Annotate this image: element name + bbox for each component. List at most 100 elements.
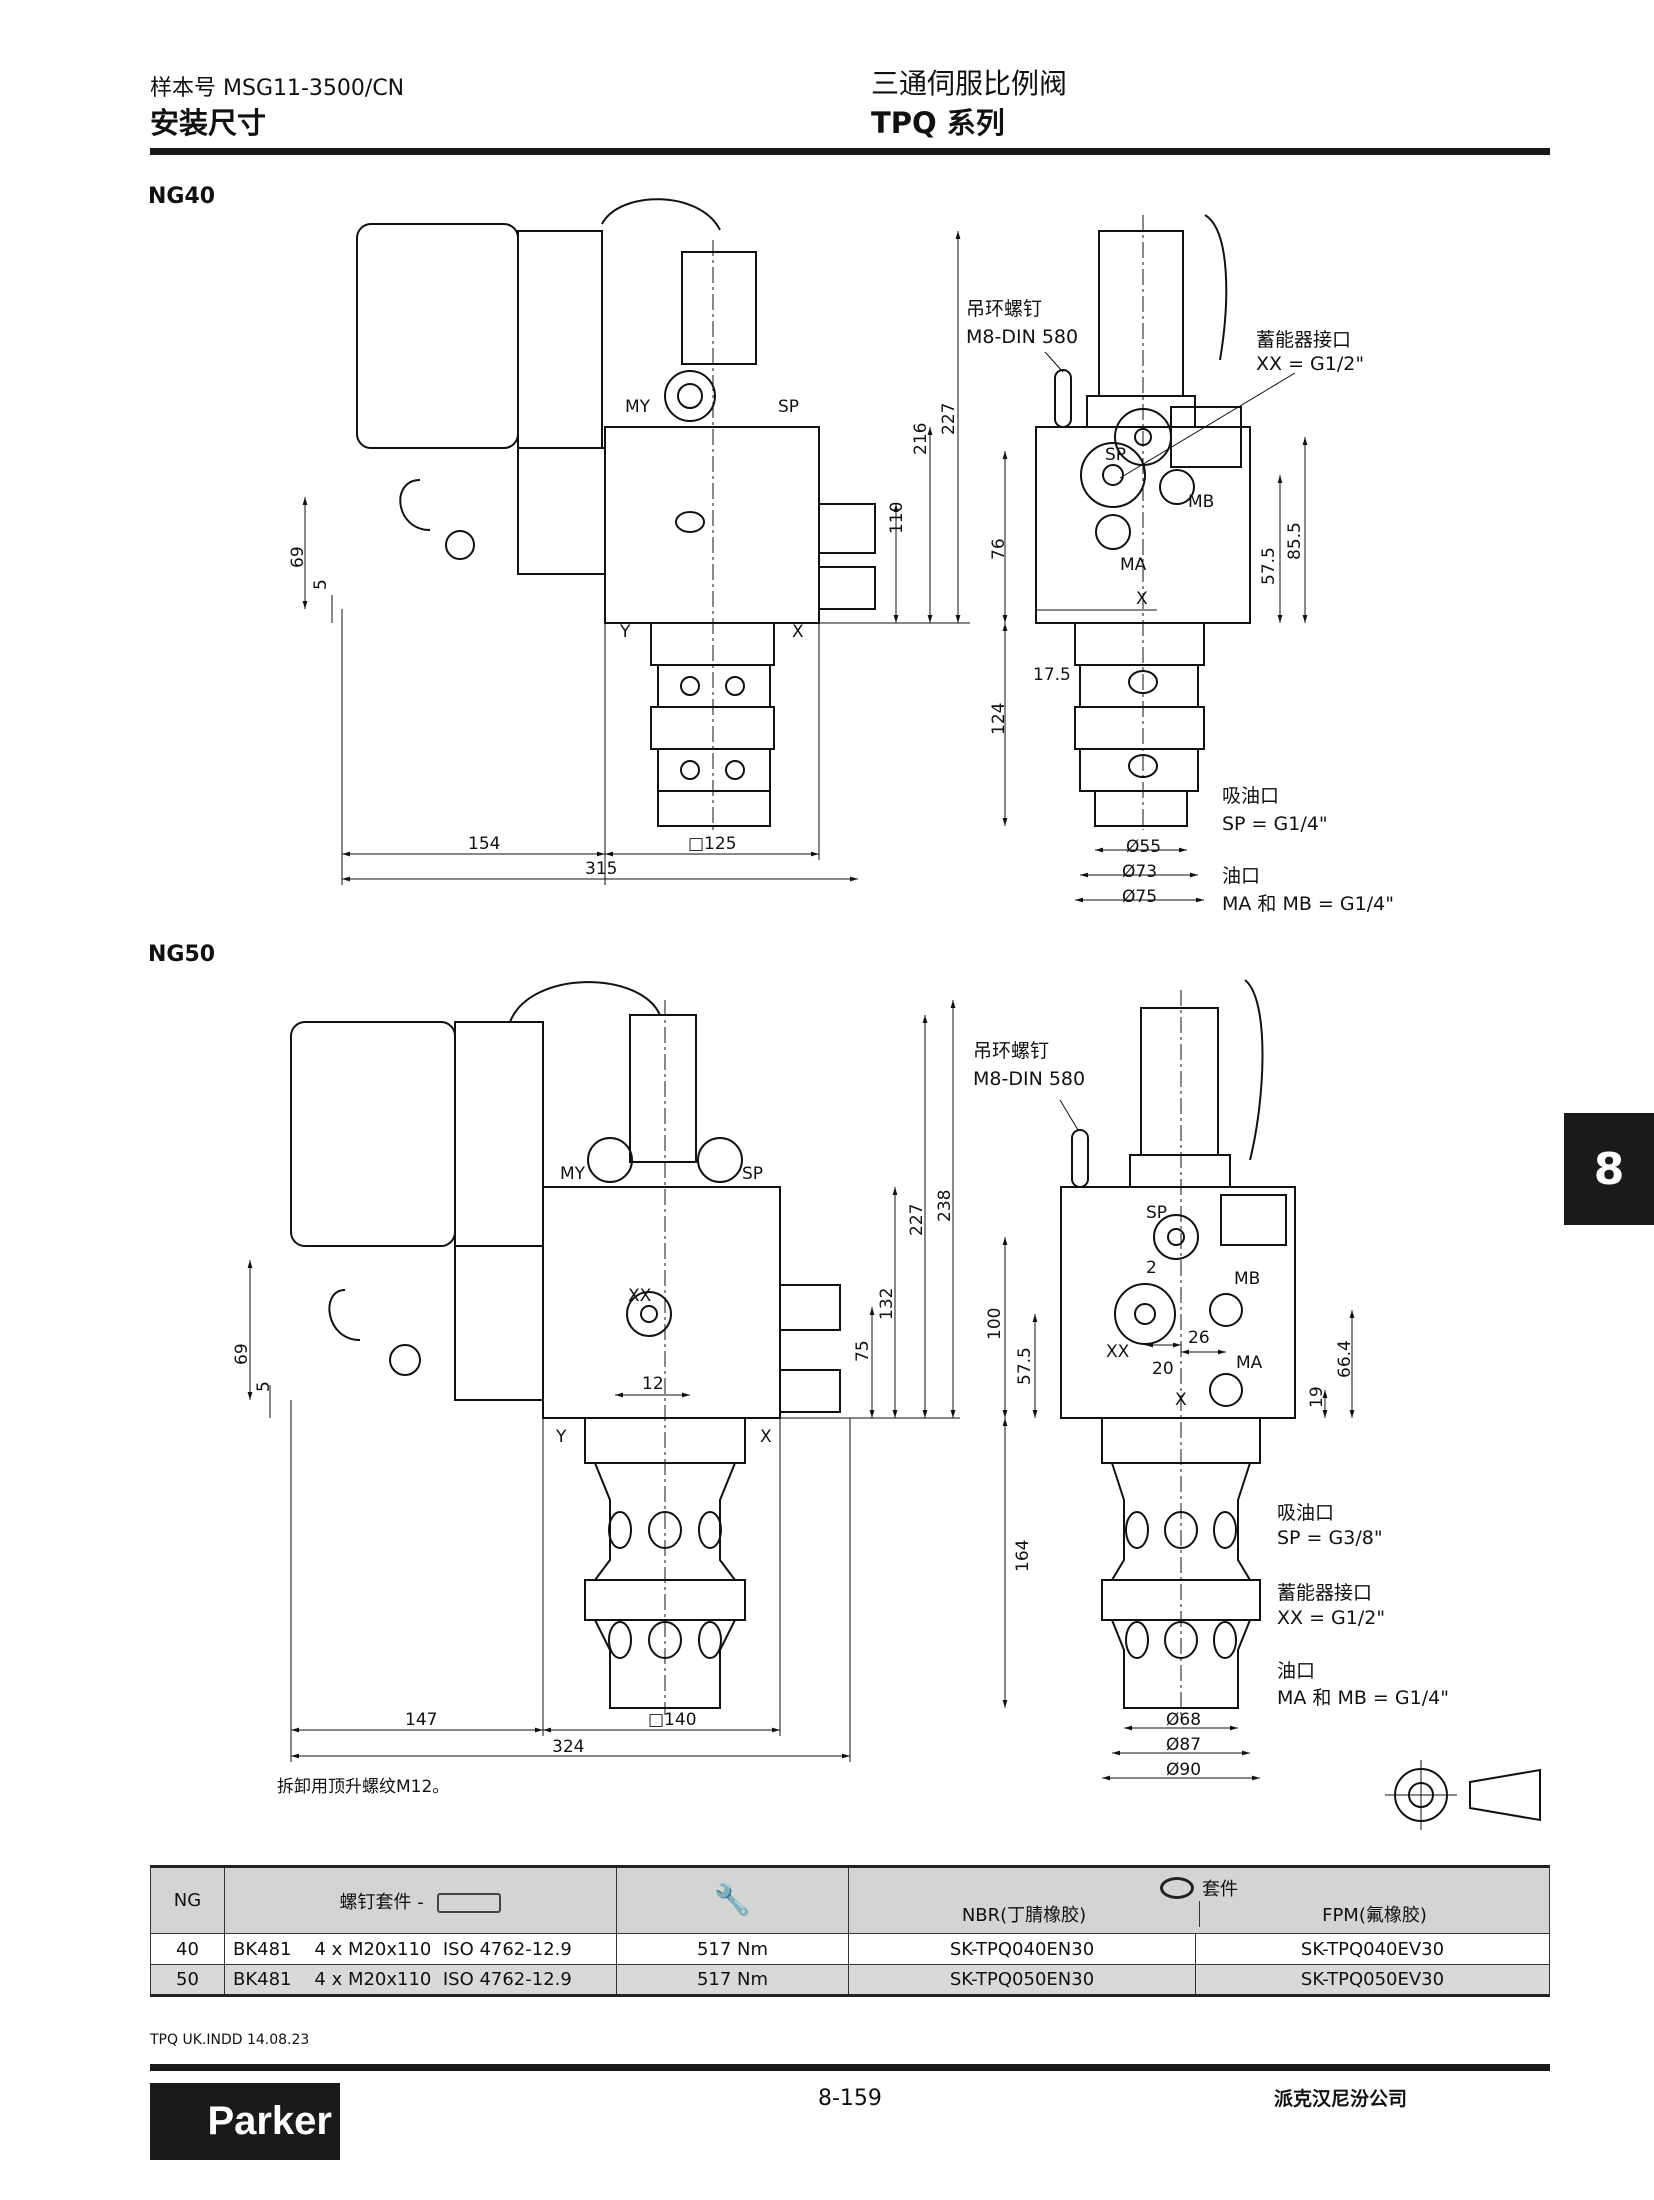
label-y: Y: [555, 1427, 567, 1447]
header-rule: [150, 148, 1550, 155]
label-my: MY: [625, 397, 651, 417]
dim-d55: Ø55: [1126, 837, 1161, 857]
eyebolt-spec: M8-DIN 580: [966, 326, 1078, 348]
ng40-side-dimensions: [302, 231, 970, 885]
col-ng: NG: [150, 1866, 225, 1934]
projection-symbol: [1385, 1760, 1541, 1830]
dim-124: 124: [989, 703, 1009, 735]
dim-147: 147: [405, 1710, 437, 1730]
dim-5: 5: [311, 579, 331, 590]
product-title: 三通伺服比例阀: [871, 67, 1068, 100]
label-my: MY: [560, 1164, 586, 1184]
port-label: 油口: [1222, 865, 1260, 887]
dim-216: 216: [911, 423, 931, 455]
accumulator-spec: XX = G1/2": [1256, 353, 1364, 375]
cell-screws: BK481 4 x M20x110 ISO 4762-12.9: [224, 1964, 617, 1996]
dim-132: 132: [877, 1288, 897, 1320]
ng50-side-dimensions: [247, 1000, 960, 1762]
eyebolt-label: 吊环螺钉: [966, 298, 1042, 320]
port-ma: MA: [1236, 1353, 1263, 1373]
port-mb: MB: [1188, 492, 1214, 512]
label-x: X: [792, 622, 804, 642]
dim-69: 69: [232, 1343, 252, 1365]
suction-label: 吸油口: [1277, 1502, 1334, 1524]
cell-nbr: SK-TPQ050EN30: [848, 1964, 1196, 1996]
accumulator-label: 蓄能器接口: [1256, 329, 1351, 351]
kits-table: NG 螺钉套件 - 🔧 套件 NBR(丁腈橡胶) FPM(氟橡胶) 40 BK4…: [150, 1865, 1550, 1997]
port-label: 油口: [1277, 1660, 1315, 1682]
dim-26: 26: [1188, 1328, 1210, 1348]
dim-154: 154: [468, 834, 500, 854]
port-x: X: [1175, 1390, 1187, 1410]
cell-fpm: SK-TPQ050EV30: [1195, 1964, 1550, 1996]
page-number: 8-159: [818, 2086, 882, 2111]
section-title: 安装尺寸: [150, 106, 267, 140]
label-sp: SP: [742, 1164, 763, 1184]
dim-d90: Ø90: [1166, 1760, 1201, 1780]
logo-text: Parker: [207, 2099, 332, 2143]
accumulator-spec: XX = G1/2": [1277, 1607, 1385, 1629]
dim-17-5: 17.5: [1033, 665, 1071, 685]
dim-110: 110: [887, 502, 907, 534]
ng50-labels: MY SP XX 12 132 75 227 238 69 5 Y X 147 …: [232, 1040, 1449, 1797]
dim-12: 12: [642, 1374, 664, 1394]
dim-19: 19: [1307, 1386, 1327, 1408]
col-seal-kit: 套件 NBR(丁腈橡胶) FPM(氟橡胶): [848, 1866, 1550, 1934]
dim-164: 164: [1013, 1540, 1033, 1572]
eyebolt-label: 吊环螺钉: [973, 1040, 1049, 1062]
port-sp: SP: [1105, 445, 1126, 465]
screw-kit-label: 螺钉套件 -: [339, 1891, 424, 1913]
suction-spec: SP = G1/4": [1222, 813, 1328, 835]
port-ma: MA: [1120, 555, 1147, 575]
port-sp: SP: [1146, 1203, 1167, 1223]
ng50-front-view: [1060, 979, 1296, 1715]
eyebolt-spec: M8-DIN 580: [973, 1068, 1085, 1090]
accumulator-label: 蓄能器接口: [1277, 1582, 1372, 1604]
dim-227: 227: [907, 1204, 927, 1236]
file-info: TPQ UK.INDD 14.08.23: [150, 2032, 310, 2048]
label-sp: SP: [778, 397, 799, 417]
ng40-labels: MY SP Y X 69 5 216 227 110 154 □125 315 …: [288, 298, 1394, 915]
col-nbr: NBR(丁腈橡胶): [961, 1904, 1087, 1926]
chapter-tab: 8: [1564, 1113, 1654, 1225]
port-mb: MB: [1234, 1269, 1260, 1289]
col-fpm: FPM(氟橡胶): [1199, 1900, 1549, 1927]
label-xx: XX: [628, 1286, 652, 1306]
ng40-title: NG40: [148, 184, 216, 209]
series-title: TPQ 系列: [871, 106, 1005, 140]
dim-d75: Ø75: [1122, 887, 1157, 907]
port-x: X: [1136, 589, 1148, 609]
port-xx: XX: [1106, 1342, 1130, 1362]
seal-kit-label: 套件: [1202, 1878, 1238, 1900]
dim-315: 315: [585, 859, 617, 879]
dim-57-5: 57.5: [1259, 547, 1279, 585]
cell-fpm: SK-TPQ040EV30: [1195, 1933, 1550, 1965]
table-row: 50 BK481 4 x M20x110 ISO 4762-12.9 517 N…: [150, 1964, 1550, 1996]
ng40-front-dimensions: [1002, 351, 1308, 903]
dim-125: □125: [688, 834, 737, 854]
parker-logo: Parker: [150, 2083, 340, 2160]
port-spec: MA 和 MB = G1/4": [1277, 1687, 1449, 1709]
dim-100: 100: [985, 1308, 1005, 1340]
table-header: NG 螺钉套件 - 🔧 套件 NBR(丁腈橡胶) FPM(氟橡胶): [150, 1866, 1550, 1934]
removal-note: 拆卸用顶升螺纹M12。: [277, 1777, 449, 1797]
dim-57-5: 57.5: [1015, 1347, 1035, 1385]
ng50-side-view: [290, 981, 841, 1715]
dim-227: 227: [939, 403, 959, 435]
dim-d87: Ø87: [1166, 1735, 1201, 1755]
dim-75: 75: [853, 1340, 873, 1362]
ng40-side-view: [356, 198, 876, 830]
ng50-title: NG50: [148, 942, 216, 967]
ng50-front-dimensions: [1002, 1099, 1355, 1781]
footer-rule: [150, 2064, 1550, 2071]
dim-324: 324: [552, 1737, 584, 1757]
dim-d68: Ø68: [1166, 1710, 1201, 1730]
dim-66-4: 66.4: [1335, 1340, 1355, 1378]
label-y: Y: [619, 622, 631, 642]
suction-label: 吸油口: [1222, 785, 1279, 807]
cell-ng: 40: [150, 1933, 225, 1965]
cell-torque: 517 Nm: [616, 1933, 849, 1965]
cell-torque: 517 Nm: [616, 1964, 849, 1996]
dim-2: 2: [1146, 1258, 1157, 1278]
